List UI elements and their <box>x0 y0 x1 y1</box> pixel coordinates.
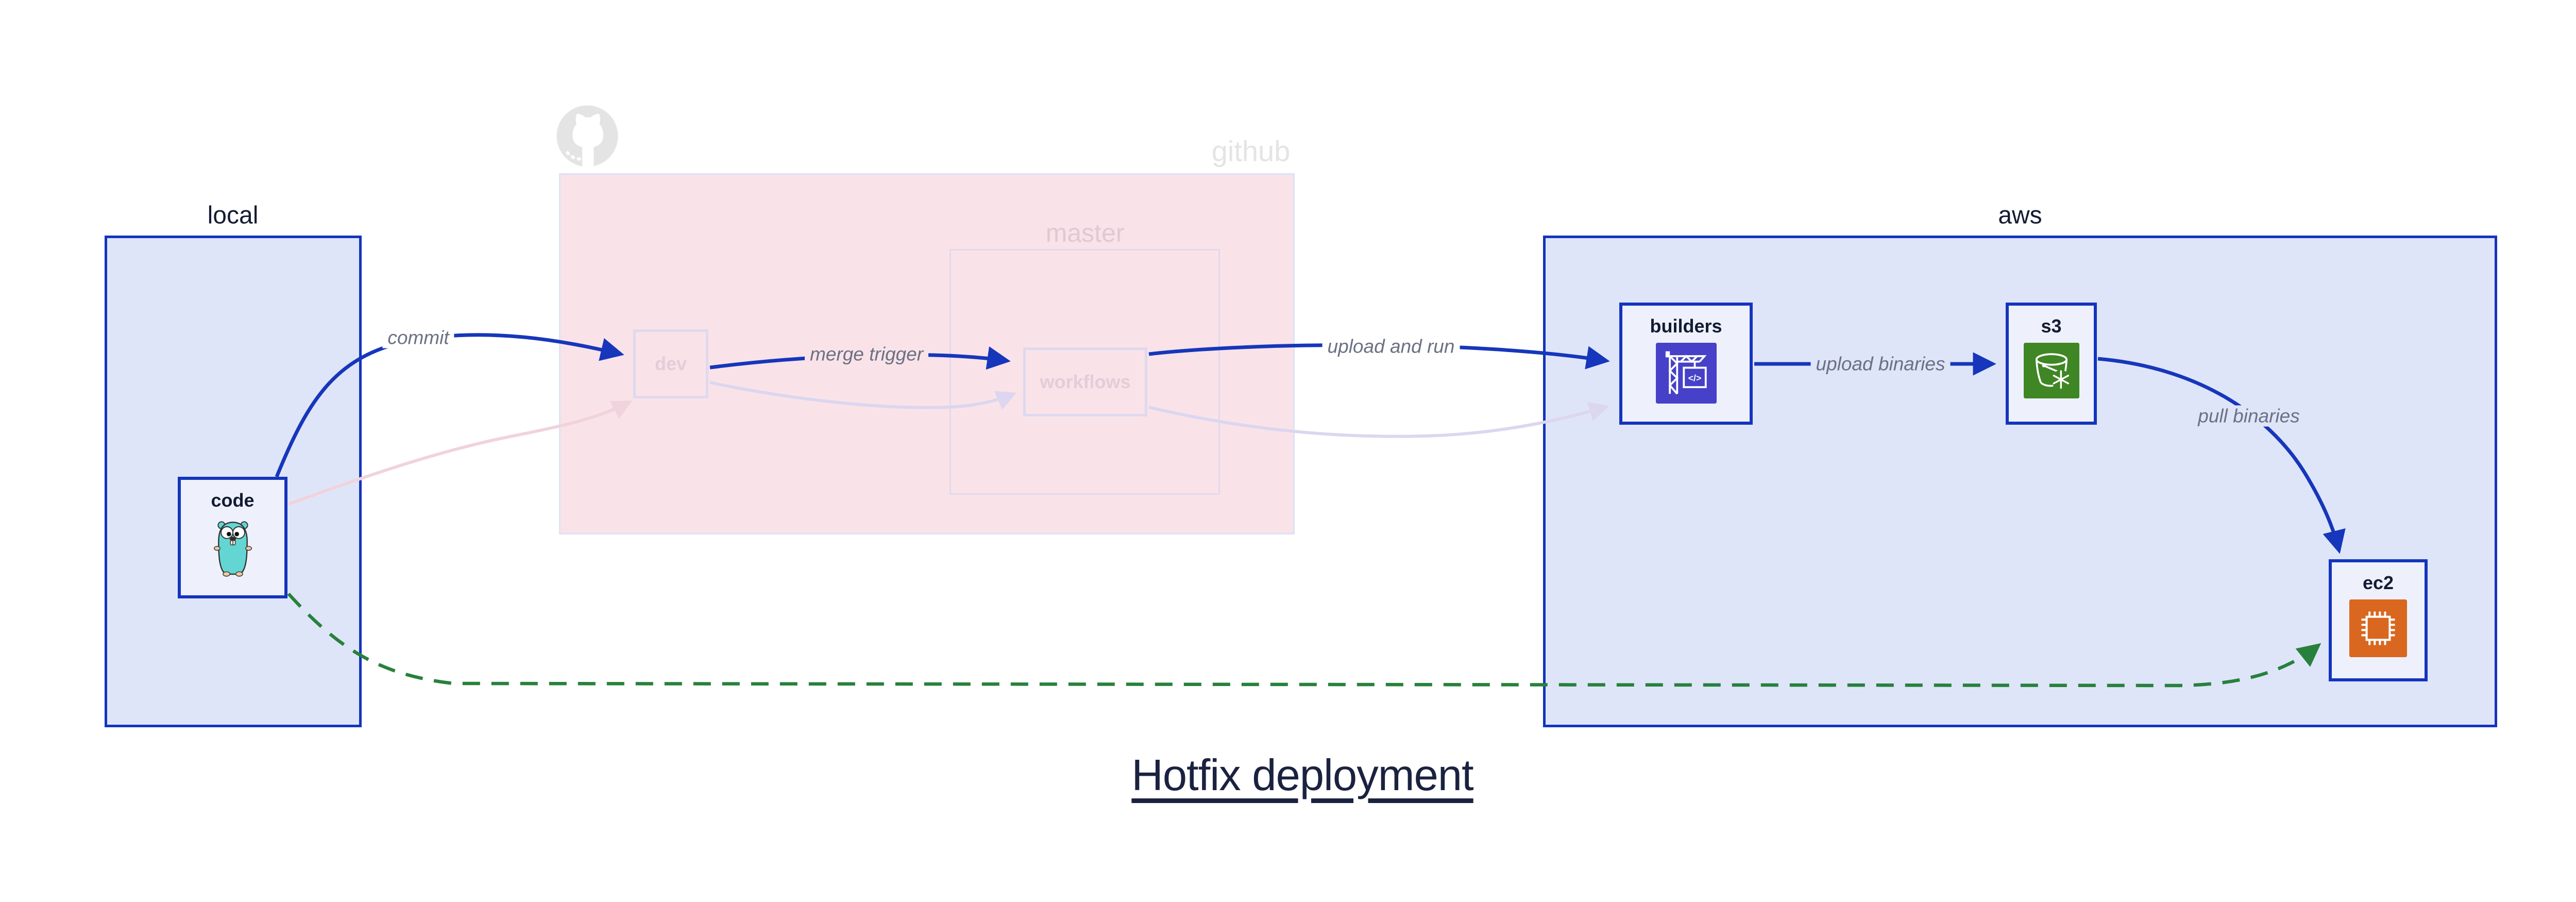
group-master <box>950 249 1220 495</box>
group-label-aws: aws <box>1998 202 2042 229</box>
group-label-local: local <box>207 202 259 229</box>
node-workflows: workflows <box>1023 347 1147 416</box>
aws-s3-glacier-icon <box>2023 343 2079 398</box>
edge-label-commit: commit <box>382 327 454 348</box>
node-ec2: ec2 <box>2329 559 2428 681</box>
edge-label-merge-trigger: merge trigger <box>804 343 929 365</box>
edge-label-upload-binaries: upload binaries <box>1810 353 1951 375</box>
node-builders-label: builders <box>1650 315 1722 337</box>
group-label-github: github <box>1211 135 1291 168</box>
node-code-label: code <box>211 490 255 511</box>
node-s3-label: s3 <box>2041 315 2062 337</box>
go-gopher-icon <box>213 521 252 577</box>
node-dev: dev <box>633 329 708 398</box>
node-builders: builders </> <box>1619 303 1753 425</box>
edge-label-upload-and-run: upload and run <box>1322 336 1460 357</box>
node-dev-label: dev <box>654 353 687 374</box>
aws-codebuild-icon: </> <box>1655 343 1717 404</box>
diagram-title: Hotfix deployment <box>1131 751 1473 800</box>
node-code: code <box>178 477 287 598</box>
svg-text:</>: </> <box>1688 373 1701 383</box>
group-label-master: master <box>1045 219 1125 247</box>
aws-ec2-icon <box>2349 599 2407 657</box>
edge-label-pull-binaries: pull binaries <box>2193 405 2305 427</box>
node-s3: s3 <box>2006 303 2097 425</box>
node-workflows-label: workflows <box>1040 371 1131 392</box>
github-octocat-icon <box>556 105 618 167</box>
node-ec2-label: ec2 <box>2362 572 2394 593</box>
